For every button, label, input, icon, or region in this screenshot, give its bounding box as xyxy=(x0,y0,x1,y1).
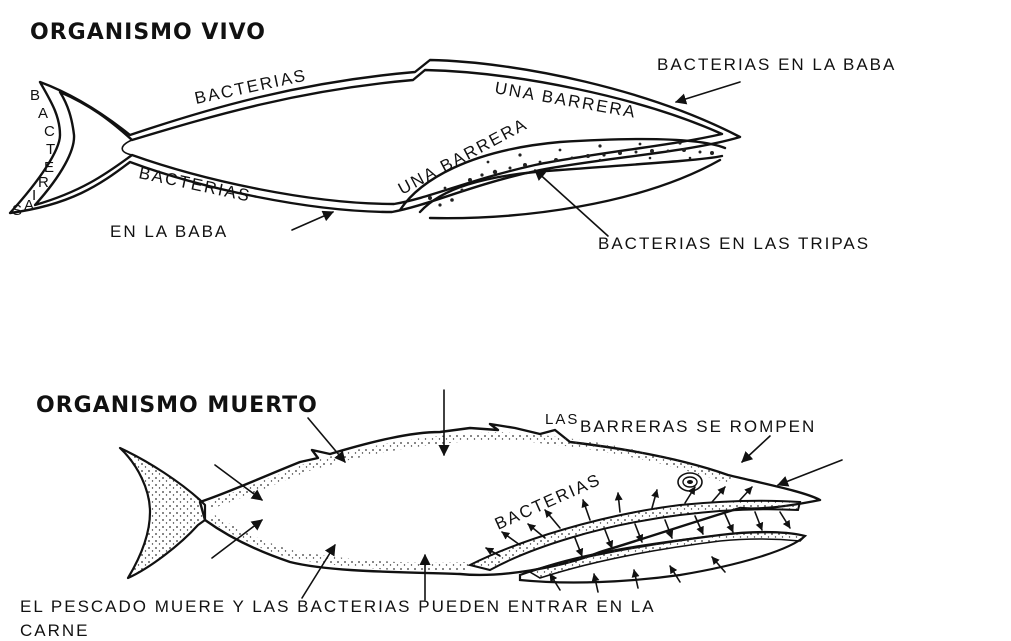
arrow-slime-bottom xyxy=(291,210,335,231)
svg-text:R: R xyxy=(38,174,50,191)
dead-gut-upper-band xyxy=(467,499,802,572)
dead-fish-eye xyxy=(677,472,703,492)
caption-line-1: EL PESCADO MUERE Y LAS BACTERIAS PUEDEN … xyxy=(20,597,656,616)
living-fish xyxy=(8,58,742,220)
svg-text:E: E xyxy=(44,159,55,176)
living-gut-outer-band xyxy=(398,137,727,212)
svg-text:A: A xyxy=(38,105,49,122)
arrow-slime-top xyxy=(674,81,741,105)
svg-text:S: S xyxy=(12,202,23,219)
heading-dead-organism: ORGANISMO MUERTO xyxy=(36,393,318,418)
label-bacteria-bottom: BACTERIAS xyxy=(137,163,253,205)
caption-line-2: CARNE xyxy=(20,621,90,640)
label-bacteria-tail: B A C T E R I A S xyxy=(12,87,56,219)
dead-gut-lower-band xyxy=(528,531,807,579)
svg-text:I: I xyxy=(32,187,37,204)
label-barrier-skin: UNA BARRERA xyxy=(493,78,638,122)
dead-entry-arrows xyxy=(211,389,843,601)
svg-text:C: C xyxy=(44,123,56,140)
living-gut-bacteria xyxy=(428,141,714,207)
dead-fish-belly-stipple xyxy=(209,514,471,571)
heading-living-organism: ORGANISMO VIVO xyxy=(30,20,266,45)
living-gut-inner-band xyxy=(418,154,724,214)
living-fish-inner-outline xyxy=(33,68,724,207)
living-gut-lower xyxy=(428,158,722,220)
label-las: LAS xyxy=(545,411,579,428)
svg-text:T: T xyxy=(46,141,56,158)
dead-fish xyxy=(118,422,822,584)
dead-gut-spread-arrows xyxy=(485,486,791,593)
label-slime-bottom: EN LA BABA xyxy=(110,222,228,241)
arrow-gut-bacteria xyxy=(534,169,609,237)
label-bacteria-top: BACTERIAS xyxy=(193,66,309,108)
dead-fish-tail xyxy=(118,446,207,580)
label-slime-top: BACTERIAS EN LA BABA xyxy=(657,55,896,74)
label-barriers-break: BARRERAS SE ROMPEN xyxy=(580,417,816,436)
living-fish-tail-line xyxy=(121,139,133,156)
dead-fish-edge-stipple xyxy=(208,431,732,509)
svg-text:B: B xyxy=(30,87,41,104)
svg-text:A: A xyxy=(24,197,35,214)
label-gut-bacteria: BACTERIAS EN LAS TRIPAS xyxy=(598,234,870,253)
